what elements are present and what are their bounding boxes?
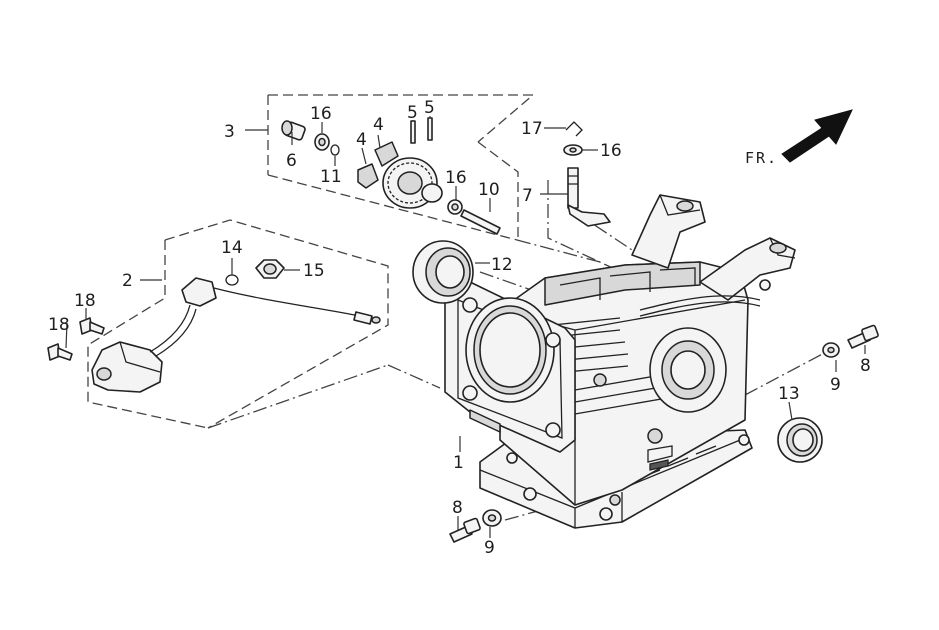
callout-16a: 16	[310, 104, 332, 124]
part-14-grommet	[225, 274, 239, 286]
front-arrow-icon	[781, 109, 853, 163]
front-direction-indicator: FR.	[745, 109, 853, 167]
callout-16c: 16	[600, 141, 622, 161]
callout-6: 6	[286, 151, 297, 171]
callout-1: 1	[453, 453, 464, 473]
part-18-screw-b	[47, 343, 73, 361]
part-17-clip	[565, 121, 583, 137]
governor-gear	[382, 157, 443, 209]
arm-bolt-outline	[547, 180, 661, 291]
callout-15: 15	[303, 261, 325, 281]
part-8-bolt-right	[847, 324, 879, 349]
callout-4a: 4	[373, 115, 384, 135]
part-2-ignition-coil	[91, 277, 381, 393]
callout-5a: 5	[407, 103, 418, 123]
callout-12: 12	[491, 255, 513, 275]
callout-18b: 18	[48, 315, 70, 335]
part-11-clip	[330, 144, 340, 156]
callout-5b: 5	[424, 98, 435, 118]
callout-14: 14	[221, 238, 243, 258]
part-6-pivot-pin	[281, 120, 306, 141]
part-16-washer-b	[447, 199, 463, 215]
part-15-nut	[255, 259, 285, 279]
part-18-screw-a	[79, 317, 105, 335]
callout-17: 17	[521, 119, 543, 139]
ignition-group-outline	[87, 219, 441, 429]
callout-13: 13	[778, 384, 800, 404]
callout-labels: 1 2 3 4 4 5 5 6 7 8 8 9 9 10 11 12 13 14…	[48, 98, 871, 558]
front-label: FR.	[745, 149, 778, 167]
callout-9b: 9	[484, 538, 495, 558]
part-12-oil-seal	[412, 240, 474, 304]
callout-8b: 8	[452, 498, 463, 518]
part-7-governor-shaft	[567, 167, 611, 227]
callout-3: 3	[224, 122, 235, 142]
part-8-bolt-bottom	[449, 517, 481, 543]
callout-11: 11	[320, 167, 342, 187]
callout-7: 7	[522, 186, 533, 206]
callout-8a: 8	[860, 356, 871, 376]
governor-group-outline	[267, 94, 601, 263]
part-9-washer-bottom	[482, 509, 502, 527]
callout-4b: 4	[356, 130, 367, 150]
crankcase	[444, 194, 796, 529]
callout-9a: 9	[830, 375, 841, 395]
part-10-shaft	[460, 209, 501, 235]
part-9-washer-right	[822, 342, 840, 358]
callout-16b: 16	[445, 168, 467, 188]
leader-lines	[65, 116, 866, 538]
callout-18a: 18	[74, 291, 96, 311]
part-13-oil-seal	[777, 417, 823, 463]
part-16-washer-c	[563, 144, 583, 156]
part-4-governor-weight	[357, 141, 399, 189]
part-16-washer	[314, 133, 330, 151]
callout-2: 2	[122, 271, 133, 291]
callout-10: 10	[478, 180, 500, 200]
